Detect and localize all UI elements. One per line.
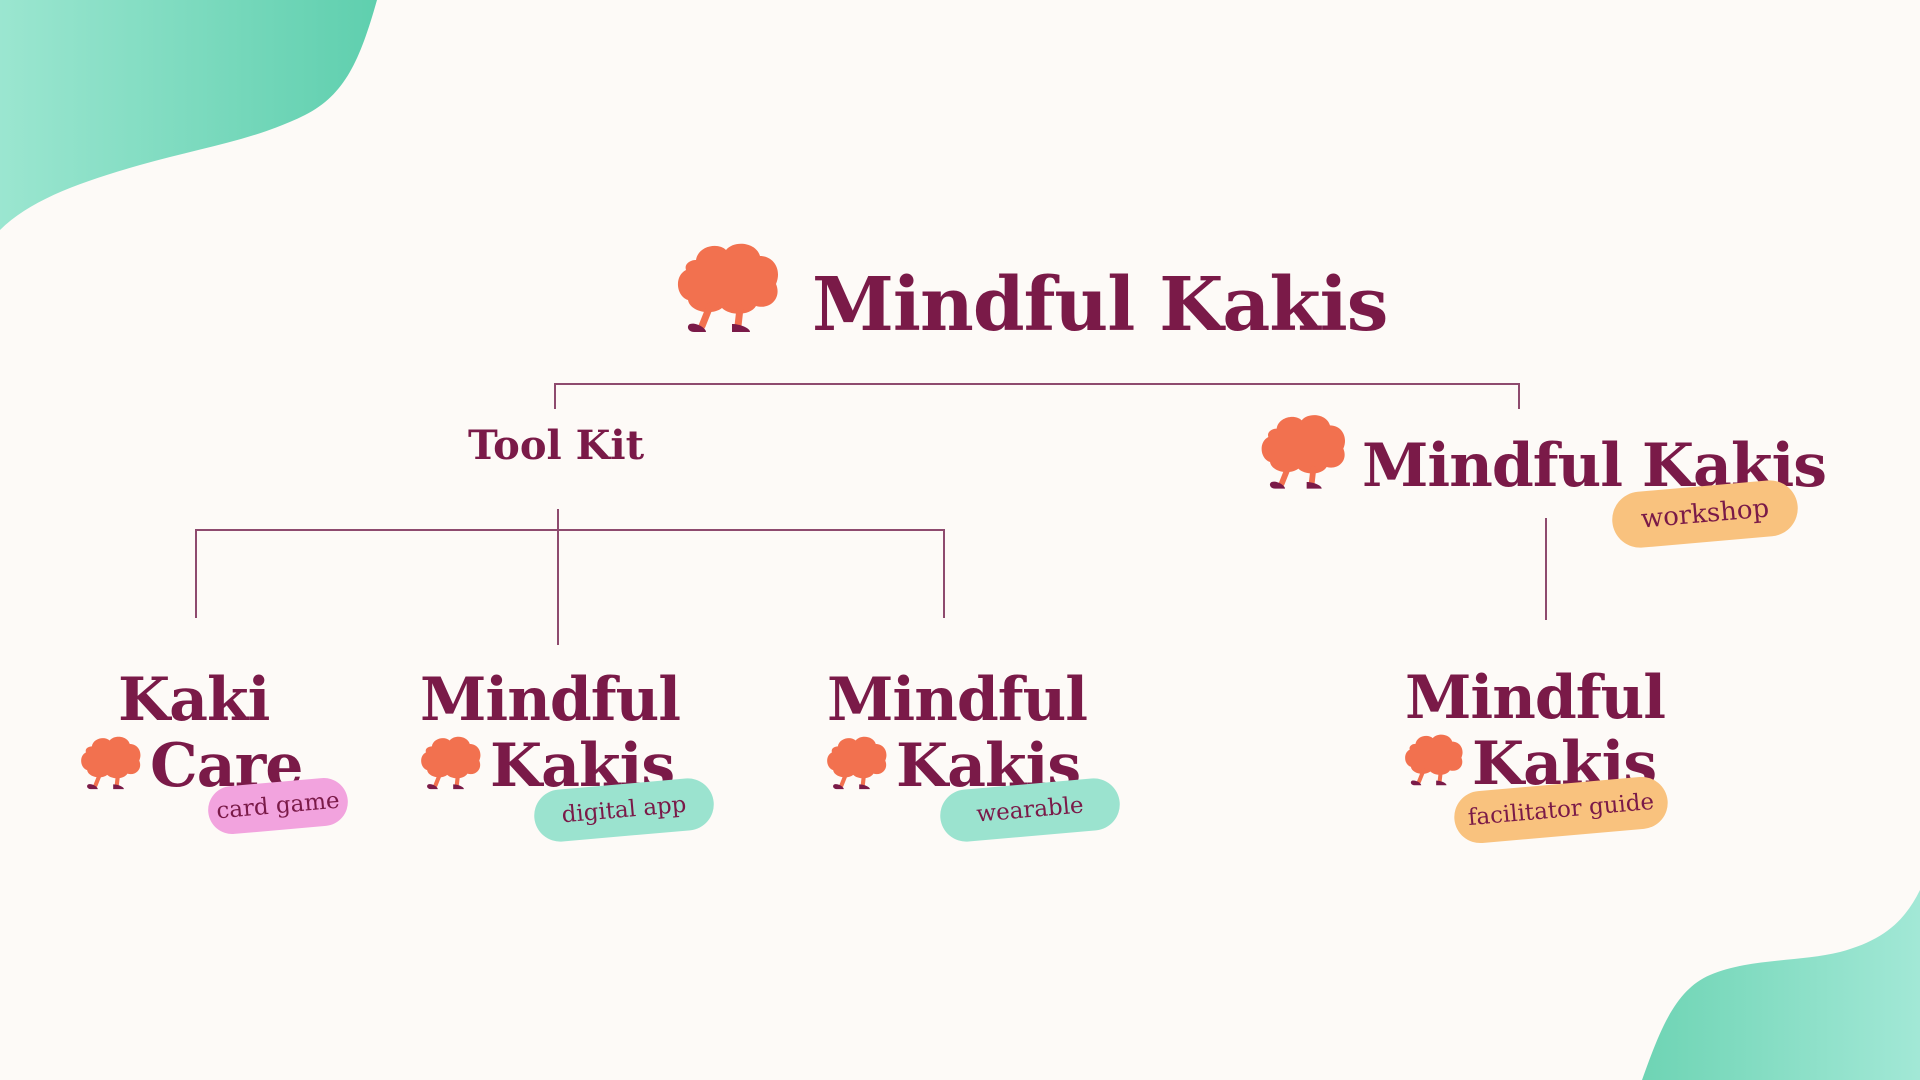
top-left-blob <box>0 0 377 230</box>
walking-cloud-mascot-icon <box>421 736 481 790</box>
connector-to-kaki-care <box>195 529 197 618</box>
kaki-care-node: Kaki Care card game <box>80 660 360 840</box>
digital-app-node: Mindful Kakis digital app <box>418 660 728 844</box>
connector-root-to-toolkit <box>554 383 556 409</box>
facilitator-guide-node: Mindful Kakis facilitator guide <box>1400 660 1700 846</box>
connector-workshop-to-guide <box>1545 518 1547 620</box>
connector-root-horizontal <box>554 383 1520 385</box>
walking-cloud-mascot-icon <box>81 736 141 790</box>
wearable-node: Mindful Kakis wearable <box>822 660 1132 844</box>
walking-cloud-mascot-icon <box>1405 734 1463 786</box>
walking-cloud-mascot-icon <box>827 736 887 790</box>
bottom-right-blob <box>1642 890 1920 1080</box>
connector-toolkit-trunk <box>557 509 559 645</box>
wearable-line1: Mindful <box>827 665 1088 735</box>
connector-toolkit-horizontal <box>195 529 945 531</box>
root-title: Mindful Kakis <box>812 262 1388 348</box>
toolkit-label: Tool Kit <box>468 422 645 469</box>
kaki-care-line1: Kaki <box>118 665 270 735</box>
connector-root-to-workshop <box>1518 383 1520 409</box>
walking-cloud-mascot-icon <box>677 243 779 332</box>
connector-to-wearable <box>943 529 945 618</box>
facilitator-guide-line1: Mindful <box>1405 663 1666 733</box>
digital-app-line1: Mindful <box>420 665 681 735</box>
walking-cloud-mascot-icon <box>1261 415 1346 489</box>
